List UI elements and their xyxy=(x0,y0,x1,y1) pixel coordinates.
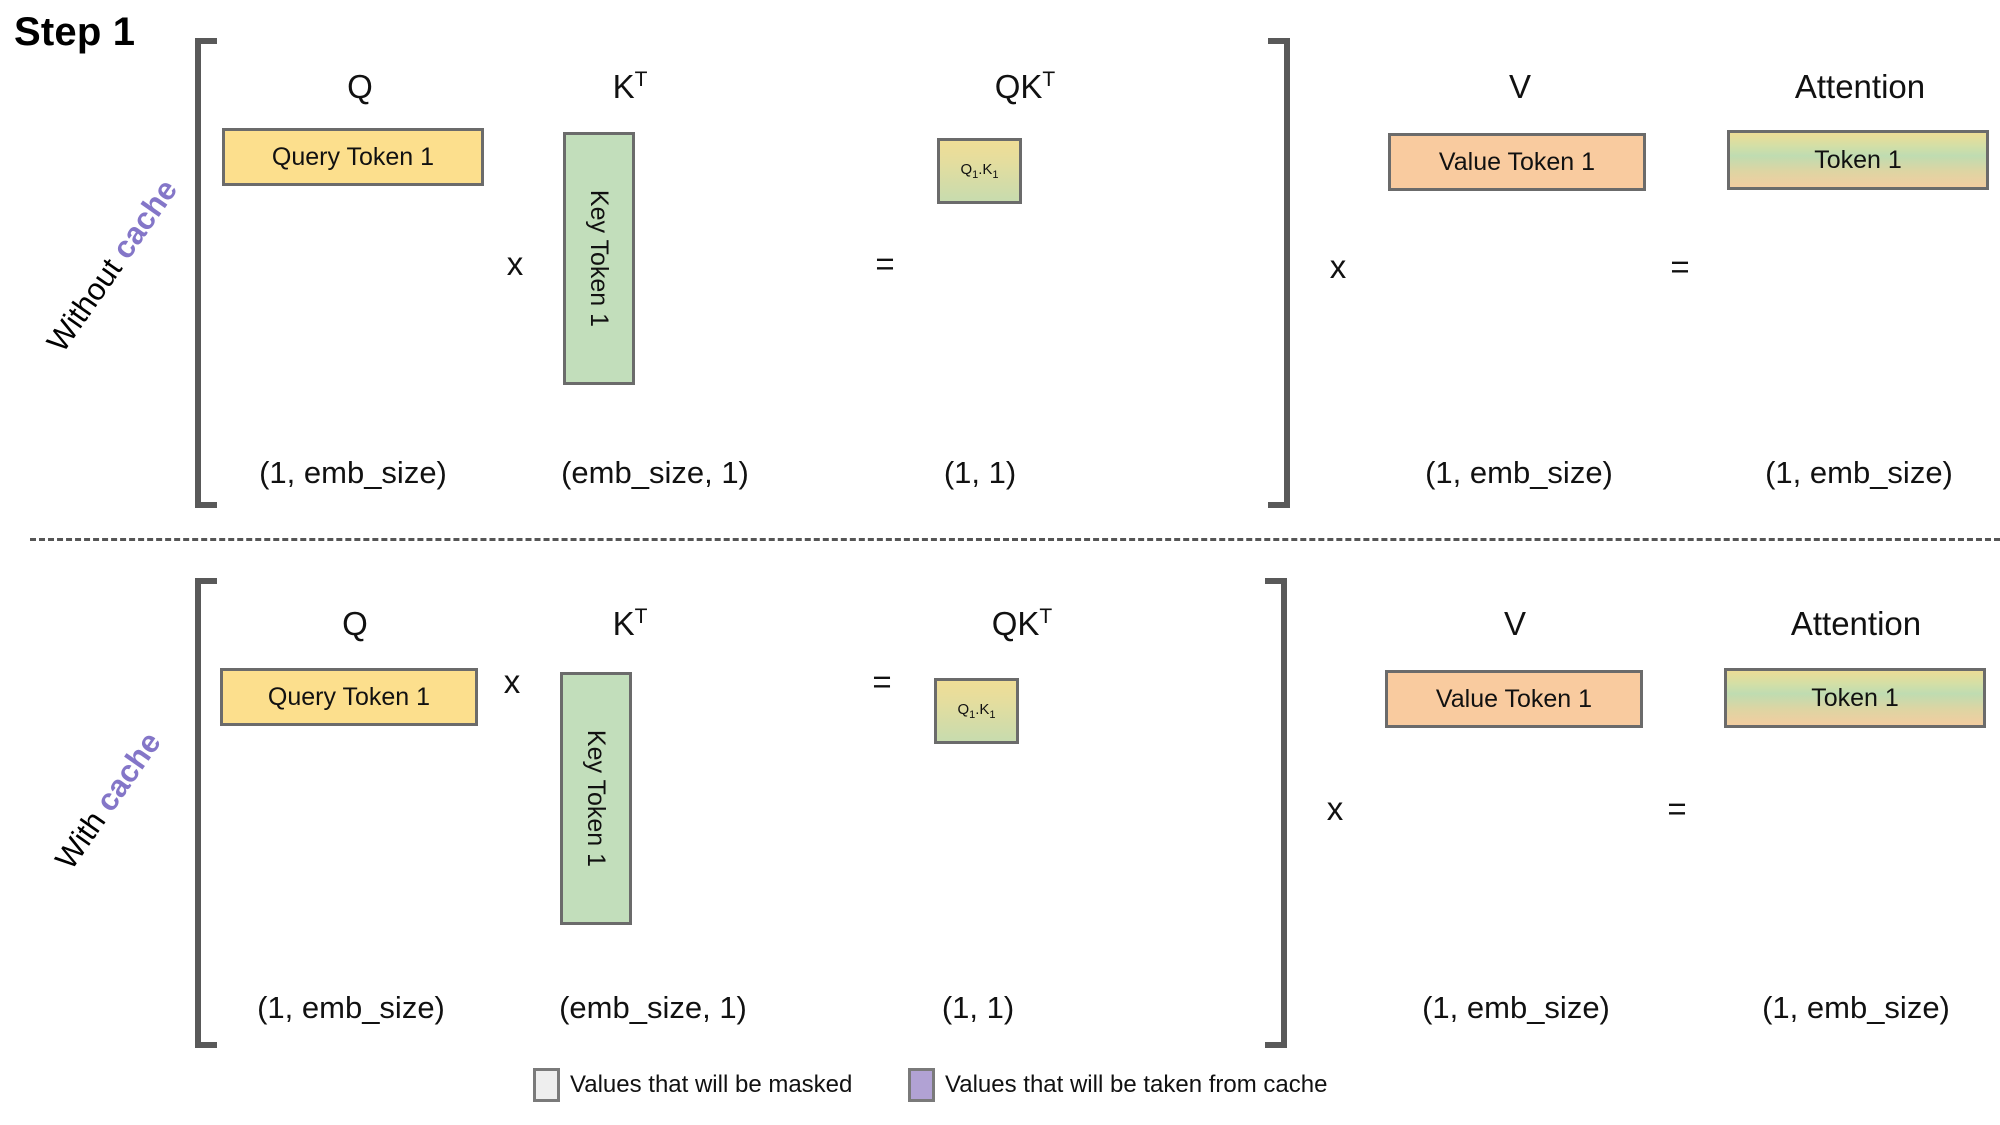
operator-multiply-row2-right: x xyxy=(1315,790,1355,828)
dim-v-text: (1, emb_size) xyxy=(1425,455,1613,490)
operator-multiply-right-text: x xyxy=(1329,248,1347,285)
qk-product-box-row1[interactable]: Q1.K1 xyxy=(937,138,1022,204)
bracket-right-row2 xyxy=(1265,578,1287,1048)
dim-qkt-row1: (1, 1) xyxy=(900,455,1060,491)
cache-swatch-icon xyxy=(908,1068,935,1102)
dim-attention-row2: (1, emb_size) xyxy=(1725,990,1987,1026)
q-token-box-row2[interactable]: Query Token 1 xyxy=(220,668,478,726)
row-label-without-cache: Without cache xyxy=(25,150,200,381)
dim-q-row1: (1, emb_size) xyxy=(228,455,478,491)
q-token-label: Query Token 1 xyxy=(267,682,431,711)
caption-q-text: Q xyxy=(342,605,368,642)
row-label-with-cache: With cache xyxy=(21,685,196,916)
caption-qkt-row2: QKT xyxy=(922,605,1122,643)
bracket-left-row1 xyxy=(195,38,217,508)
caption-v-text: V xyxy=(1508,68,1531,105)
attention-token-box-row1[interactable]: Token 1 xyxy=(1727,130,1989,190)
caption-q-text: Q xyxy=(347,68,373,105)
caption-q-row2: Q xyxy=(225,605,485,643)
caption-qkt-row1: QKT xyxy=(925,68,1125,106)
dim-qkt-text: (1, 1) xyxy=(941,990,1015,1025)
attention-token-label: Token 1 xyxy=(1811,683,1899,712)
k-token-box-row1[interactable]: Key Token 1 xyxy=(563,132,635,385)
legend-item-masked: Values that will be masked xyxy=(533,1068,852,1102)
row-label-text-plain: Without xyxy=(39,251,129,359)
caption-attention-text: Attention xyxy=(1790,605,1922,642)
masked-swatch-icon xyxy=(533,1068,560,1102)
caption-qkt-sup: T xyxy=(1042,68,1056,91)
caption-attention-row2: Attention xyxy=(1726,605,1986,643)
q-token-label: Query Token 1 xyxy=(271,142,435,171)
legend-masked-label: Values that will be masked xyxy=(570,1071,853,1098)
bracket-right-row1 xyxy=(1268,38,1290,508)
operator-equals-row1-left: = xyxy=(865,245,905,283)
caption-qkt-sup: T xyxy=(1039,605,1053,628)
v-token-label: Value Token 1 xyxy=(1435,684,1593,713)
legend-item-cache: Values that will be taken from cache xyxy=(908,1068,1327,1102)
attention-token-label: Token 1 xyxy=(1814,145,1902,174)
page-title: Step 1 xyxy=(14,10,136,54)
caption-v-text: V xyxy=(1503,605,1526,642)
caption-q-row1: Q xyxy=(230,68,490,106)
operator-equals-text: = xyxy=(875,245,895,282)
k-token-box-row2[interactable]: Key Token 1 xyxy=(560,672,632,925)
caption-kt-sup: T xyxy=(634,68,648,91)
caption-v-row1: V xyxy=(1390,68,1650,106)
k-token-label: Key Token 1 xyxy=(582,729,611,868)
dim-kt-text: (emb_size, 1) xyxy=(561,455,749,490)
operator-multiply-row1-right: x xyxy=(1318,248,1358,286)
dim-kt-text: (emb_size, 1) xyxy=(559,990,747,1025)
section-divider xyxy=(30,538,2000,541)
operator-multiply-text: x xyxy=(503,663,521,700)
operator-equals-text: = xyxy=(872,663,892,700)
caption-qkt-base: QK xyxy=(994,68,1043,105)
operator-multiply-text: x xyxy=(506,245,524,282)
bracket-left-row2 xyxy=(195,578,217,1048)
caption-attention-row1: Attention xyxy=(1730,68,1990,106)
dim-v-text: (1, emb_size) xyxy=(1422,990,1610,1025)
dim-attention-row1: (1, emb_size) xyxy=(1728,455,1990,491)
dim-attention-text: (1, emb_size) xyxy=(1762,990,1950,1025)
caption-kt-base: K xyxy=(612,68,635,105)
dim-v-row1: (1, emb_size) xyxy=(1390,455,1648,491)
row-label-text-accent: cache xyxy=(88,725,168,818)
v-token-box-row1[interactable]: Value Token 1 xyxy=(1388,133,1646,191)
qk-product-label: Q1.K1 xyxy=(957,701,996,721)
operator-multiply-row2-left: x xyxy=(492,663,532,701)
operator-equals-row2-left: = xyxy=(862,663,902,701)
operator-equals-row2-right: = xyxy=(1657,790,1697,828)
operator-equals-right-text: = xyxy=(1670,248,1690,285)
caption-kt-row1: KT xyxy=(560,68,700,106)
dim-kt-row2: (emb_size, 1) xyxy=(478,990,828,1026)
k-token-label: Key Token 1 xyxy=(585,189,614,328)
dim-q-text: (1, emb_size) xyxy=(257,990,445,1025)
dim-q-row2: (1, emb_size) xyxy=(226,990,476,1026)
operator-multiply-row1-left: x xyxy=(495,245,535,283)
attention-token-box-row2[interactable]: Token 1 xyxy=(1724,668,1986,728)
qk-product-label: Q1.K1 xyxy=(960,161,999,181)
v-token-box-row2[interactable]: Value Token 1 xyxy=(1385,670,1643,728)
dim-v-row2: (1, emb_size) xyxy=(1387,990,1645,1026)
v-token-label: Value Token 1 xyxy=(1438,147,1596,176)
caption-qkt-base: QK xyxy=(991,605,1040,642)
operator-equals-row1-right: = xyxy=(1660,248,1700,286)
dim-attention-text: (1, emb_size) xyxy=(1765,455,1953,490)
caption-kt-base: K xyxy=(612,605,635,642)
dim-qkt-text: (1, 1) xyxy=(943,455,1017,490)
legend-cache-label: Values that will be taken from cache xyxy=(945,1071,1328,1098)
qk-product-box-row2[interactable]: Q1.K1 xyxy=(934,678,1019,744)
dim-q-text: (1, emb_size) xyxy=(259,455,447,490)
caption-attention-text: Attention xyxy=(1794,68,1926,105)
row-label-text-accent: cache xyxy=(105,172,185,265)
row-label-text-plain: With xyxy=(48,804,113,876)
dim-qkt-row2: (1, 1) xyxy=(898,990,1058,1026)
caption-kt-row2: KT xyxy=(560,605,700,643)
caption-kt-sup: T xyxy=(634,605,648,628)
operator-multiply-right-text: x xyxy=(1326,790,1344,827)
operator-equals-right-text: = xyxy=(1667,790,1687,827)
caption-v-row2: V xyxy=(1385,605,1645,643)
dim-kt-row1: (emb_size, 1) xyxy=(480,455,830,491)
q-token-box-row1[interactable]: Query Token 1 xyxy=(222,128,484,186)
